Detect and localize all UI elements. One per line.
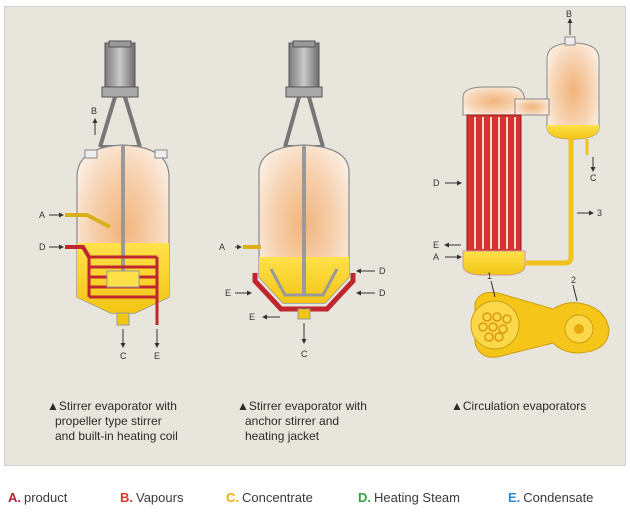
label-c-1: C	[120, 351, 127, 361]
caption-line: ▲Stirrer evaporator with	[237, 399, 367, 413]
caption-line: anchor stirrer and	[245, 414, 340, 428]
legend-letter: E.	[508, 490, 521, 505]
label-c-2: C	[301, 349, 308, 359]
legend-letter: C.	[226, 490, 239, 505]
legend-text: Heating Steam	[374, 490, 460, 505]
caption-line: propeller type stirrer	[55, 414, 162, 428]
drive-frame-2	[283, 96, 325, 149]
legend-item-vapours: B.Vapours	[120, 490, 183, 505]
evaporator-diagram: B A D C E	[39, 9, 610, 361]
label-d-2a: D	[379, 266, 386, 276]
shaft-2	[302, 145, 306, 295]
label-e-3: E	[433, 240, 439, 250]
legend-text: Vapours	[136, 490, 184, 505]
label-d-3: D	[433, 178, 440, 188]
label-3: 3	[597, 208, 602, 218]
return-pipe	[525, 139, 574, 266]
shaft-1	[121, 145, 125, 285]
legend-item-heating-steam: D.Heating Steam	[358, 490, 460, 505]
motor-2	[288, 42, 320, 88]
label-e-1: E	[154, 351, 160, 361]
legend-item-product: A.product	[8, 490, 67, 505]
legend-letter: D.	[358, 490, 371, 505]
diagram-panel: B A D C E	[4, 6, 626, 466]
propeller-evaporator: B A D C E	[39, 40, 170, 361]
caption-circulation-evaporators: ▲Circulation evaporators	[451, 399, 586, 414]
motor-1	[104, 42, 136, 88]
legend-letter: A.	[8, 490, 21, 505]
legend-item-concentrate: C.Concentrate	[226, 490, 313, 505]
anchor-evaporator: A D D E E C	[219, 40, 386, 359]
label-e-2b: E	[249, 312, 255, 322]
label-1: 1	[487, 271, 492, 281]
label-c-3: C	[590, 173, 597, 183]
caption-line: ▲Circulation evaporators	[451, 399, 587, 413]
legend-item-condensate: E.Condensate	[508, 490, 593, 505]
label-d-2b: D	[379, 288, 386, 298]
label-a-3: A	[433, 252, 439, 262]
label-b-1: B	[91, 106, 97, 116]
cross-section-view	[470, 291, 610, 358]
separator	[546, 42, 600, 140]
legend-text: Condensate	[523, 490, 594, 505]
caption-line: and built-in heating coil	[55, 429, 178, 443]
caption-line: ▲Stirrer evaporator with	[47, 399, 177, 413]
label-d-1: D	[39, 242, 46, 252]
drive-frame-1	[98, 96, 142, 149]
heating-coil	[87, 255, 159, 299]
label-e-2a: E	[225, 288, 231, 298]
caption-anchor-evaporator: ▲Stirrer evaporator with anchor stirrer …	[237, 399, 367, 444]
label-a-1: A	[39, 210, 45, 220]
legend-text: Concentrate	[242, 490, 313, 505]
label-a-2: A	[219, 242, 225, 252]
label-b-3: B	[566, 9, 572, 19]
legend: A.product B.Vapours C.Concentrate D.Heat…	[8, 490, 624, 512]
label-2: 2	[571, 275, 576, 285]
legend-text: product	[24, 490, 68, 505]
caption-line: heating jacket	[245, 429, 320, 443]
caption-propeller-evaporator: ▲Stirrer evaporator with propeller type …	[47, 399, 178, 444]
circulation-evaporator: B C D E A 3 1 2	[433, 9, 610, 358]
legend-letter: B.	[120, 490, 133, 505]
